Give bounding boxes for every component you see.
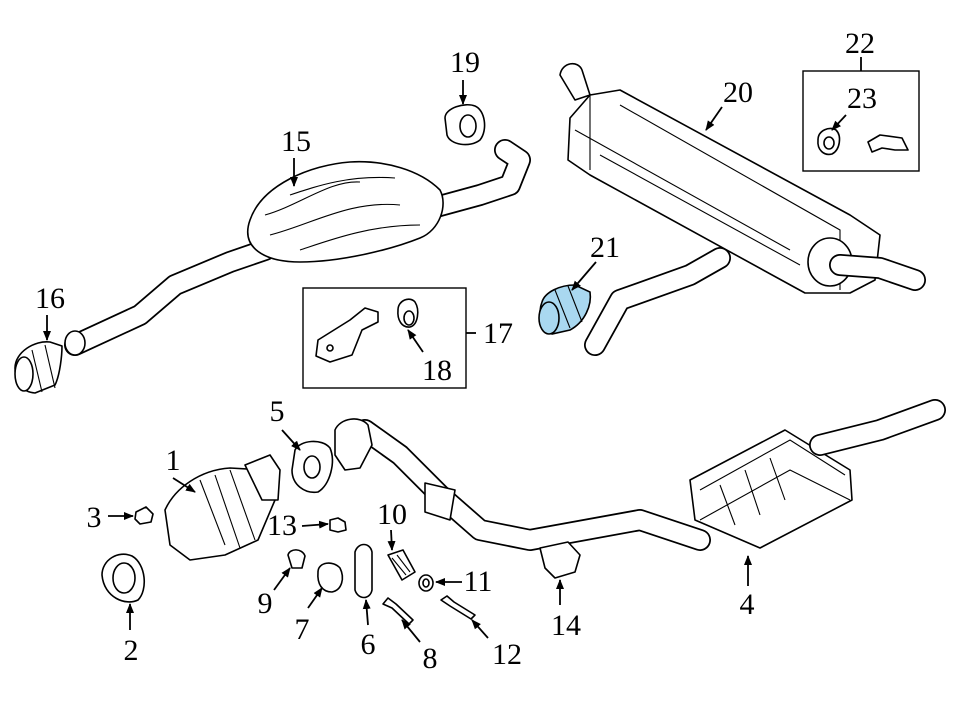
nut-part-3[interactable]	[134, 506, 154, 525]
bolt-part-12[interactable]	[440, 595, 476, 620]
callout-20: 20	[723, 76, 753, 109]
bushing-part-7[interactable]	[317, 562, 344, 593]
callout-11: 11	[464, 565, 493, 598]
callout-23: 23	[847, 82, 877, 115]
rear-muffler-part-20[interactable]	[559, 62, 926, 356]
bushing-part-18[interactable]	[397, 298, 419, 328]
box-17-frame	[302, 287, 467, 389]
callout-13: 13	[267, 509, 297, 542]
front-pipe-part-4[interactable]	[334, 399, 946, 551]
hanger-part-19[interactable]	[444, 103, 486, 146]
callout-1: 1	[166, 444, 181, 477]
hanger-bracket-part-14[interactable]	[539, 541, 581, 579]
gasket-part-2[interactable]	[101, 553, 145, 603]
bracket-part-17[interactable]	[315, 307, 379, 363]
callout-2: 2	[124, 634, 139, 667]
callout-19: 19	[450, 46, 480, 79]
callout-21: 21	[590, 231, 620, 264]
leader-arrows	[43, 80, 847, 643]
isolator-part-10[interactable]	[387, 549, 416, 581]
callout-15: 15	[281, 125, 311, 158]
callout-6: 6	[361, 628, 376, 661]
bolt-part-9[interactable]	[287, 549, 306, 569]
hanger-group-box-22	[802, 57, 920, 172]
grommet-part-23[interactable]	[817, 127, 841, 156]
callout-4: 4	[740, 588, 755, 621]
bracket-group-box-17	[302, 287, 476, 389]
callout-16: 16	[35, 282, 65, 315]
strap-part-22[interactable]	[867, 134, 909, 153]
clamp-part-21[interactable]	[538, 284, 592, 335]
callout-10: 10	[377, 498, 407, 531]
callout-22: 22	[845, 27, 875, 60]
callout-3: 3	[87, 501, 102, 534]
catalytic-converter-part-1[interactable]	[164, 454, 281, 561]
washer-part-11[interactable]	[418, 574, 434, 592]
bracket-part-6[interactable]	[354, 543, 373, 599]
clamp-part-16[interactable]	[14, 341, 63, 394]
callout-numbers: 1 2 3 4 5 6 7 8 9 10 11 12 13 14 15 16 1…	[35, 27, 877, 675]
callout-12: 12	[492, 638, 522, 671]
callout-17: 17	[483, 317, 513, 350]
intermediate-pipe-part-15[interactable]	[64, 139, 531, 356]
callout-8: 8	[423, 642, 438, 675]
bolt-part-8[interactable]	[382, 597, 414, 625]
callout-9: 9	[258, 587, 273, 620]
callout-14: 14	[551, 609, 581, 642]
bolt-part-13[interactable]	[329, 517, 347, 533]
callout-18: 18	[422, 354, 452, 387]
gasket-part-5[interactable]	[291, 440, 334, 494]
callout-7: 7	[295, 613, 310, 646]
callout-5: 5	[270, 395, 285, 428]
